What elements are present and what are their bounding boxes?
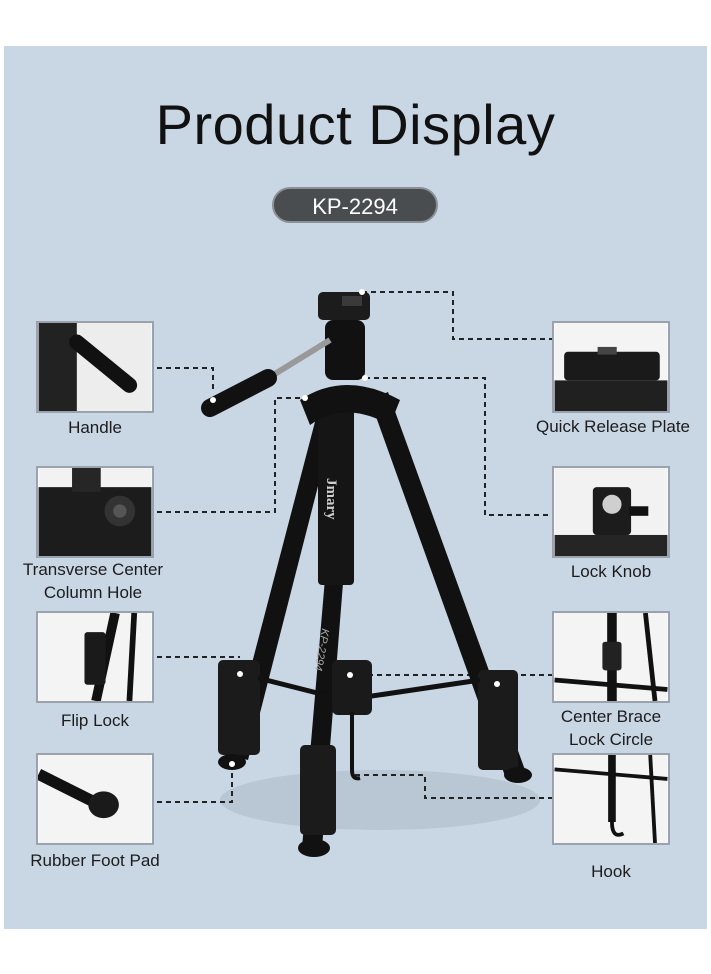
- label-center-brace-lock-circle: Center Brace Lock Circle: [560, 707, 662, 749]
- label-flip-lock: Flip Lock: [60, 711, 130, 730]
- thumbnail-center-brace-lock-circle: [552, 611, 670, 703]
- page-title: Product Display: [155, 93, 556, 156]
- thumbnail-transverse-hole: [36, 466, 154, 558]
- label-lock-knob: Lock Knob: [570, 562, 652, 581]
- thumbnail-hook: [552, 753, 670, 845]
- thumbnail-lock-knob: [552, 466, 670, 558]
- model-badge: KP-2294: [272, 187, 438, 223]
- thumbnail-flip-lock: [36, 611, 154, 703]
- label-transverse-center-column-hole: Transverse Center Column Hole: [22, 560, 164, 602]
- label-quick-release-plate: Quick Release Plate: [535, 417, 691, 436]
- thumbnail-rubber-foot-pad: [36, 753, 154, 845]
- label-handle: Handle: [68, 418, 122, 437]
- label-hook: Hook: [591, 862, 631, 881]
- label-rubber-foot-pad: Rubber Foot Pad: [30, 851, 160, 870]
- thumbnail-handle: [36, 321, 154, 413]
- thumbnail-quick-release-plate: [552, 321, 670, 413]
